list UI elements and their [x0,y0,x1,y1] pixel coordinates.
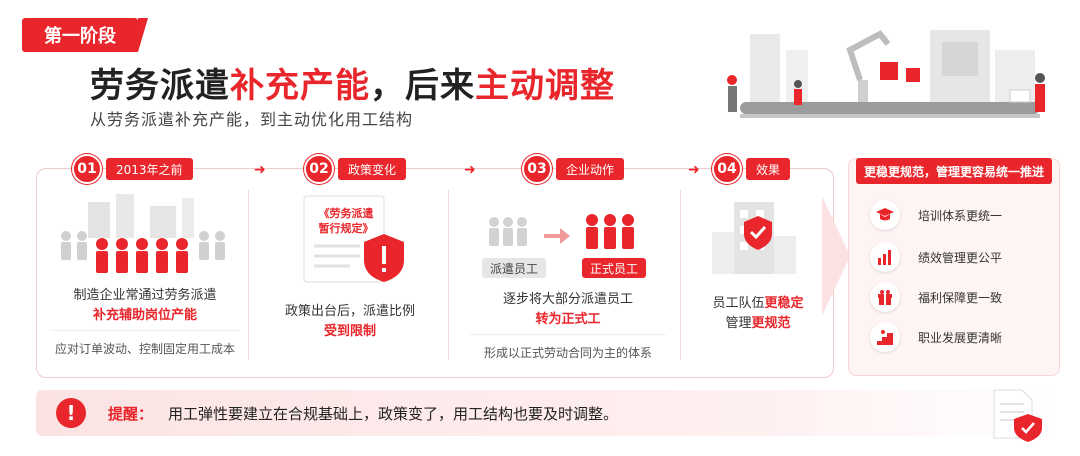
reminder-text: 用工弹性要建立在合规基础上，政策变了，用工结构也要及时调整。 [168,405,619,423]
career-stairs-icon [870,322,900,352]
benefits-panel-title: 更稳更规范，管理更容易统一推进 [856,158,1052,184]
step-tag: 效果 [746,158,791,180]
step-number: 01 [72,154,102,184]
column-divider [680,190,681,360]
step-1-header: 01 2013年之前 [72,154,193,184]
separator [50,330,240,331]
step-4-header: 04 效果 [712,154,791,184]
policy-document-icon [303,195,404,283]
policy-document-title: 《劳务派遣 暂行规定》 [318,207,374,235]
page-subtitle: 从劳务派遣补充产能，到主动优化用工结构 [90,110,414,129]
workers-group-icon [61,194,225,273]
reminder-bar [36,390,1062,436]
benefit-item: 绩效管理更公平 [870,240,1002,274]
benefit-item: 福利保障更一致 [870,280,1002,314]
step-number: 02 [304,154,334,184]
step-2-header: 02 政策变化 [304,154,407,184]
bar-chart-icon [870,242,900,272]
step-1-note: 应对订单波动、控制固定用工成本 [54,342,235,356]
stage-badge: 第一阶段 [22,18,148,52]
step-tag: 企业动作 [556,158,625,180]
benefit-item: 职业发展更清晰 [870,320,1002,354]
alert-icon: ! [56,398,86,428]
step-number: 04 [712,154,742,184]
step-2-text: 政策出台后，派遣比例 受到限制 [284,304,415,339]
step-4-text: 员工队伍更稳定 管理更规范 [712,296,804,331]
workers-transition-icon [489,214,634,249]
step-tag: 政策变化 [338,158,407,180]
arrow-right-icon: ➜ [254,162,266,178]
graduation-cap-icon [870,200,900,230]
page-title: 劳务派遣补充产能，后来主动调整 [90,66,615,106]
chevron-right-icon [822,196,850,316]
step-number: 03 [522,154,552,184]
gift-icon [870,282,900,312]
arrow-right-icon: ➜ [688,162,700,178]
arrow-right-icon: ➜ [464,162,476,178]
column-divider [248,190,249,360]
column-divider [448,190,449,360]
reminder-label: 提醒： [108,405,154,423]
formal-staff-pill: 正式员工 [582,258,647,278]
step-3-note: 形成以正式劳动合同为主的体系 [483,346,652,360]
separator [470,334,666,335]
document-shield-icon [993,389,1042,442]
step-3-text: 逐步将大部分派遣员工 转为正式工 [502,292,633,327]
building-shield-icon [712,202,796,274]
benefit-item: 培训体系更统一 [870,198,1002,232]
factory-illustration [727,30,1045,118]
step-tag: 2013年之前 [106,158,193,180]
step-3-header: 03 企业动作 [522,154,625,184]
dispatched-staff-pill: 派遣员工 [482,258,547,278]
step-1-text: 制造企业常通过劳务派遣 补充辅助岗位产能 [73,288,217,323]
